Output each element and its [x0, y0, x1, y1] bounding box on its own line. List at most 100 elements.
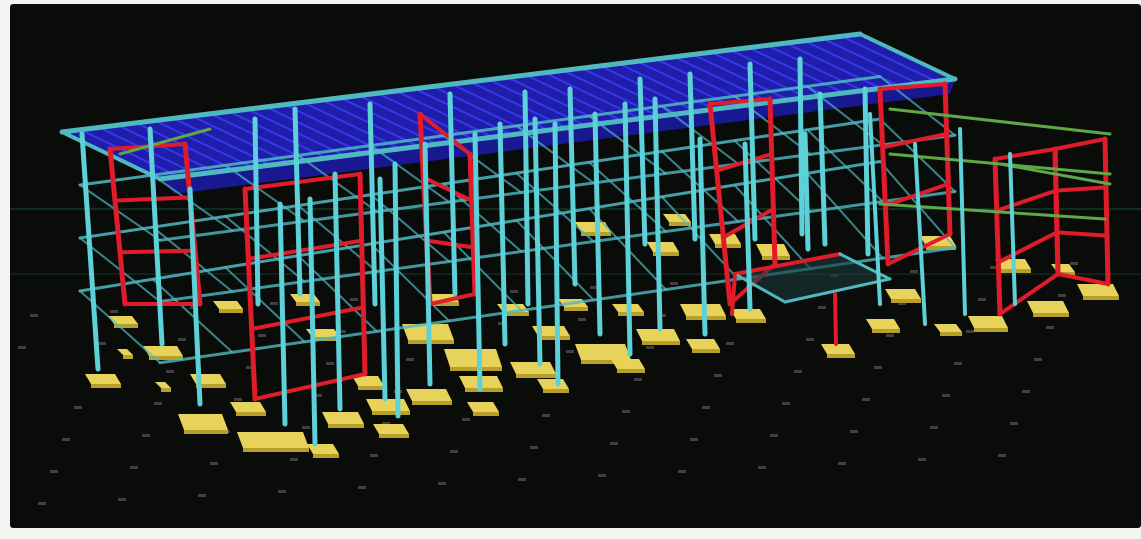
red-frame-beam: [1056, 272, 1110, 286]
footing-pad: [366, 399, 410, 411]
floor-beam-cross: [224, 266, 306, 343]
column: [277, 201, 288, 427]
grid-marker: [634, 378, 642, 381]
footing-pad-side: [358, 386, 384, 390]
column: [377, 176, 388, 402]
grid-marker: [246, 366, 254, 369]
roof-ridge-beam: [59, 31, 863, 135]
columns: [79, 56, 1017, 447]
grid-marker: [578, 318, 586, 321]
footing-pad: [575, 222, 611, 232]
grid-marker: [62, 438, 70, 441]
footing-pad: [178, 414, 228, 430]
column: [79, 131, 101, 372]
column: [567, 86, 578, 287]
red-frame-beam: [418, 112, 472, 156]
green-beam: [998, 162, 1112, 186]
red-frame-beam: [880, 132, 949, 150]
column: [187, 186, 203, 407]
floor-beam: [733, 272, 787, 304]
3d-structural-model-viewport[interactable]: [10, 4, 1141, 528]
grid-marker: [314, 394, 322, 397]
grid-marker: [178, 338, 186, 341]
column: [958, 127, 967, 316]
footing-pad: [821, 344, 855, 354]
grid-marker: [898, 302, 906, 305]
column: [292, 106, 303, 297]
red-frame-beam: [1053, 137, 1107, 151]
footing-pad-side: [1083, 296, 1119, 300]
grid-marker: [678, 470, 686, 473]
red-frame-beam: [1054, 185, 1108, 193]
red-frame-column: [833, 292, 838, 346]
roof-purlin: [747, 46, 846, 94]
red-frame-beam: [708, 97, 772, 106]
red-frame-column: [707, 101, 733, 307]
column: [447, 91, 458, 297]
grid-marker: [998, 454, 1006, 457]
footing-pad-side: [412, 401, 452, 405]
footing-pad-side: [123, 355, 133, 359]
column: [367, 101, 378, 307]
column: [422, 141, 433, 387]
floor-beam-cross: [369, 144, 451, 204]
roof-purlin: [79, 128, 180, 178]
red-frame-column: [992, 156, 1003, 317]
grid-marker: [382, 422, 390, 425]
roof-purlin: [153, 119, 254, 169]
grid-marker: [978, 298, 986, 301]
column: [252, 116, 261, 307]
green-beam: [878, 202, 1107, 221]
column: [687, 71, 698, 242]
column: [592, 111, 603, 337]
footing-pad: [444, 349, 502, 367]
footing-pad-side: [196, 384, 226, 388]
footing-pad: [1077, 284, 1119, 296]
roof-purlin: [190, 115, 291, 164]
footing-pad: [1027, 301, 1069, 313]
red-frame-beam: [998, 272, 1060, 316]
grid-marker: [38, 502, 46, 505]
roof-purlin: [283, 103, 383, 153]
footing-pad-side: [236, 412, 266, 416]
grid-marker: [886, 334, 894, 337]
column: [802, 131, 811, 252]
footing-pad: [190, 374, 226, 384]
grid-marker: [74, 406, 82, 409]
red-frame-beam: [246, 238, 364, 261]
footing-pad: [647, 242, 679, 252]
floor-beam-long: [78, 75, 882, 187]
footing-pad-side: [538, 336, 570, 340]
red-frame-beam: [243, 172, 362, 191]
footing-pad-side: [891, 299, 921, 303]
footing-pad-side: [736, 319, 766, 323]
red-frame-column: [242, 186, 258, 402]
roof-purlin: [766, 44, 864, 92]
platform-deck: [735, 254, 890, 302]
floor-beam-cross: [151, 278, 234, 354]
red-frame-column: [767, 96, 778, 267]
green-beam: [118, 127, 212, 156]
grid-marker: [358, 486, 366, 489]
grid-marker: [862, 398, 870, 401]
grid-marker: [610, 442, 618, 445]
footing-pad: [611, 359, 645, 369]
grid-marker: [450, 450, 458, 453]
grid-marker: [518, 478, 526, 481]
footing-pad-side: [372, 411, 410, 415]
red-frame-column: [1102, 136, 1111, 287]
grid-marker: [1070, 262, 1078, 265]
roof-purlin: [228, 110, 328, 160]
red-frame-beam: [428, 292, 477, 306]
footing-pad: [968, 316, 1008, 328]
footing-pad: [290, 294, 320, 302]
footing-pad: [155, 382, 171, 388]
grid-marker: [598, 474, 606, 477]
red-frame-column: [107, 146, 128, 307]
structural-frame-3d-view[interactable]: [10, 4, 1141, 528]
footing-pad: [636, 329, 680, 341]
grid-marker: [954, 362, 962, 365]
footing-pad-side: [313, 454, 339, 458]
red-frame-beam: [424, 238, 476, 250]
red-frame-beam: [249, 305, 366, 331]
